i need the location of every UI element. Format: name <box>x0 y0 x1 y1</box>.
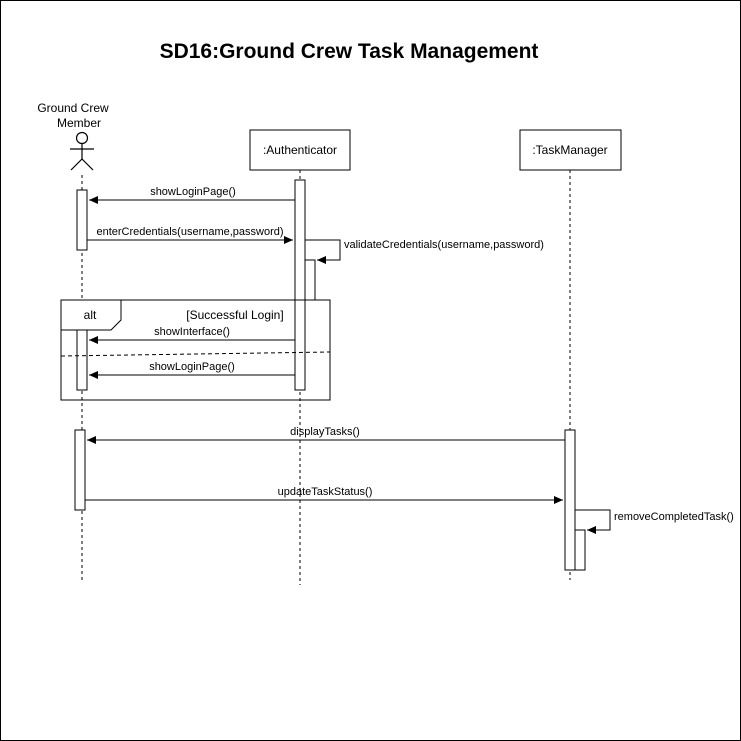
message-label: showLoginPage() <box>149 361 235 373</box>
stick-figure-icon <box>70 131 94 171</box>
actor-name-line1: Ground Crew <box>37 101 109 115</box>
message-label: removeCompletedTask() <box>614 511 734 523</box>
message-label: updateTaskStatus() <box>278 486 373 498</box>
message-enter-credentials: enterCredentials(username,password) <box>87 226 293 244</box>
message-label: showLoginPage() <box>150 186 236 198</box>
message-show-login-page-2: showLoginPage() <box>89 361 295 379</box>
message-label: enterCredentials(username,password) <box>96 226 283 238</box>
message-label: showInterface() <box>154 326 230 338</box>
authenticator-label: :Authenticator <box>263 143 337 157</box>
diagram-title: SD16:Ground Crew Task Management <box>160 40 539 63</box>
alt-separator <box>60 351 331 357</box>
message-show-login-page-1: showLoginPage() <box>89 186 295 204</box>
lifeline-head-task-manager: :TaskManager <box>519 129 622 171</box>
actor-ground-crew-member: Ground Crew Member <box>37 101 109 171</box>
alt-fragment: alt [Successful Login] <box>60 299 331 401</box>
activation-task-manager-nested <box>574 529 586 571</box>
message-update-task-status: updateTaskStatus() <box>85 486 563 504</box>
activation-actor-1 <box>76 189 88 251</box>
message-label: validateCredentials(username,password) <box>344 239 544 251</box>
message-validate-credentials: validateCredentials(username,password) <box>305 239 544 264</box>
lifeline-head-authenticator: :Authenticator <box>249 129 351 171</box>
activation-authenticator <box>294 179 306 391</box>
activation-actor-2 <box>76 329 88 391</box>
message-display-tasks: displayTasks() <box>87 426 565 444</box>
alt-operator-label: alt <box>84 308 97 322</box>
activation-task-manager <box>564 429 576 571</box>
activation-actor-3 <box>74 429 86 511</box>
activation-authenticator-nested <box>304 259 316 301</box>
actor-name-line2: Member <box>57 116 101 130</box>
message-show-interface: showInterface() <box>89 326 295 344</box>
task-manager-label: :TaskManager <box>532 143 607 157</box>
message-remove-completed-task: removeCompletedTask() <box>575 509 734 534</box>
alt-guard-label: [Successful Login] <box>186 308 283 322</box>
message-label: displayTasks() <box>290 426 360 438</box>
